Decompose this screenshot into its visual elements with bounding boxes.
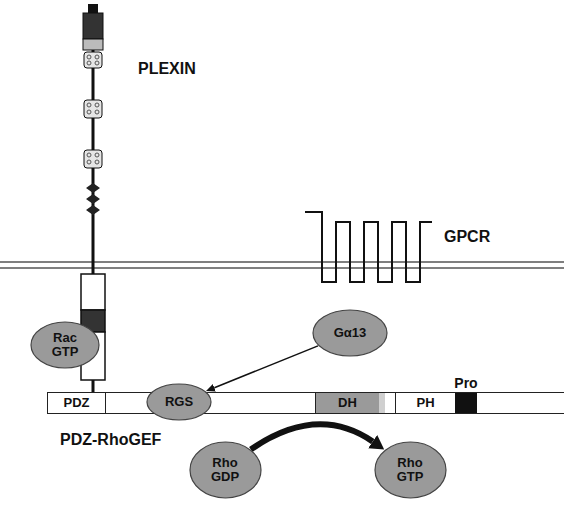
shape-fill	[31, 322, 99, 368]
domain-box: PDZ	[48, 393, 106, 413]
reaction-arrow	[251, 424, 373, 449]
bead	[95, 103, 99, 107]
shape-fill	[147, 384, 211, 420]
protein-bar: PDZ-RhoGEFPDZRGSDHPHPro	[48, 393, 564, 413]
node-label: Rac GTP	[45, 331, 85, 358]
node-label: PH	[416, 396, 434, 410]
domain-box: Pro	[455, 393, 477, 413]
plexin-ipt-domain	[84, 52, 102, 68]
plexin-cap	[88, 4, 98, 13]
node-label: Rho GTP	[389, 456, 431, 483]
node-label: RGS	[165, 395, 193, 409]
bead	[95, 160, 99, 164]
node-label: Gα13	[334, 326, 367, 340]
shape-fill	[313, 310, 387, 356]
shape-fill	[375, 442, 446, 498]
plexin-cytoplasmic-segment	[81, 274, 105, 310]
bead	[95, 110, 99, 114]
domain-block	[84, 52, 102, 68]
plexin-psi-domain	[83, 39, 103, 50]
protein-oval: Rac GTP	[30, 321, 100, 369]
node-heading: PDZ-RhoGEF	[60, 431, 161, 449]
gpcr-symbol	[305, 212, 432, 282]
part-label: GPCR	[444, 228, 490, 246]
bead	[87, 61, 91, 65]
domain-block	[84, 150, 102, 168]
domain-oval: RGS	[146, 383, 212, 421]
domain-box: DH	[315, 393, 385, 413]
bead	[95, 153, 99, 157]
plexin-ipt-domain	[84, 100, 102, 118]
part-label: PLEXIN	[138, 60, 196, 78]
protein-circle: Rho GDP	[189, 441, 262, 499]
node-label: Rho GDP	[204, 456, 246, 483]
domain-block	[84, 100, 102, 118]
shape-fill	[190, 442, 261, 498]
bead	[87, 103, 91, 107]
protein-oval: Gα13	[312, 309, 388, 357]
node-heading: Pro	[454, 375, 477, 391]
membrane-line	[0, 267, 564, 269]
node-label: PDZ	[64, 396, 90, 410]
membrane-line	[0, 261, 564, 263]
bead	[87, 153, 91, 157]
bead	[95, 55, 99, 59]
plexin-sema-domain	[83, 13, 103, 39]
node-label: DH	[338, 396, 357, 410]
domain-box: PH	[395, 393, 455, 413]
bead	[95, 61, 99, 65]
activation-arrow	[214, 346, 318, 388]
bead	[87, 160, 91, 164]
plexin-ipt-domain	[84, 150, 102, 168]
bead	[87, 55, 91, 59]
plexin-linker	[86, 183, 100, 215]
bead	[87, 110, 91, 114]
protein-circle: Rho GTP	[374, 441, 447, 499]
